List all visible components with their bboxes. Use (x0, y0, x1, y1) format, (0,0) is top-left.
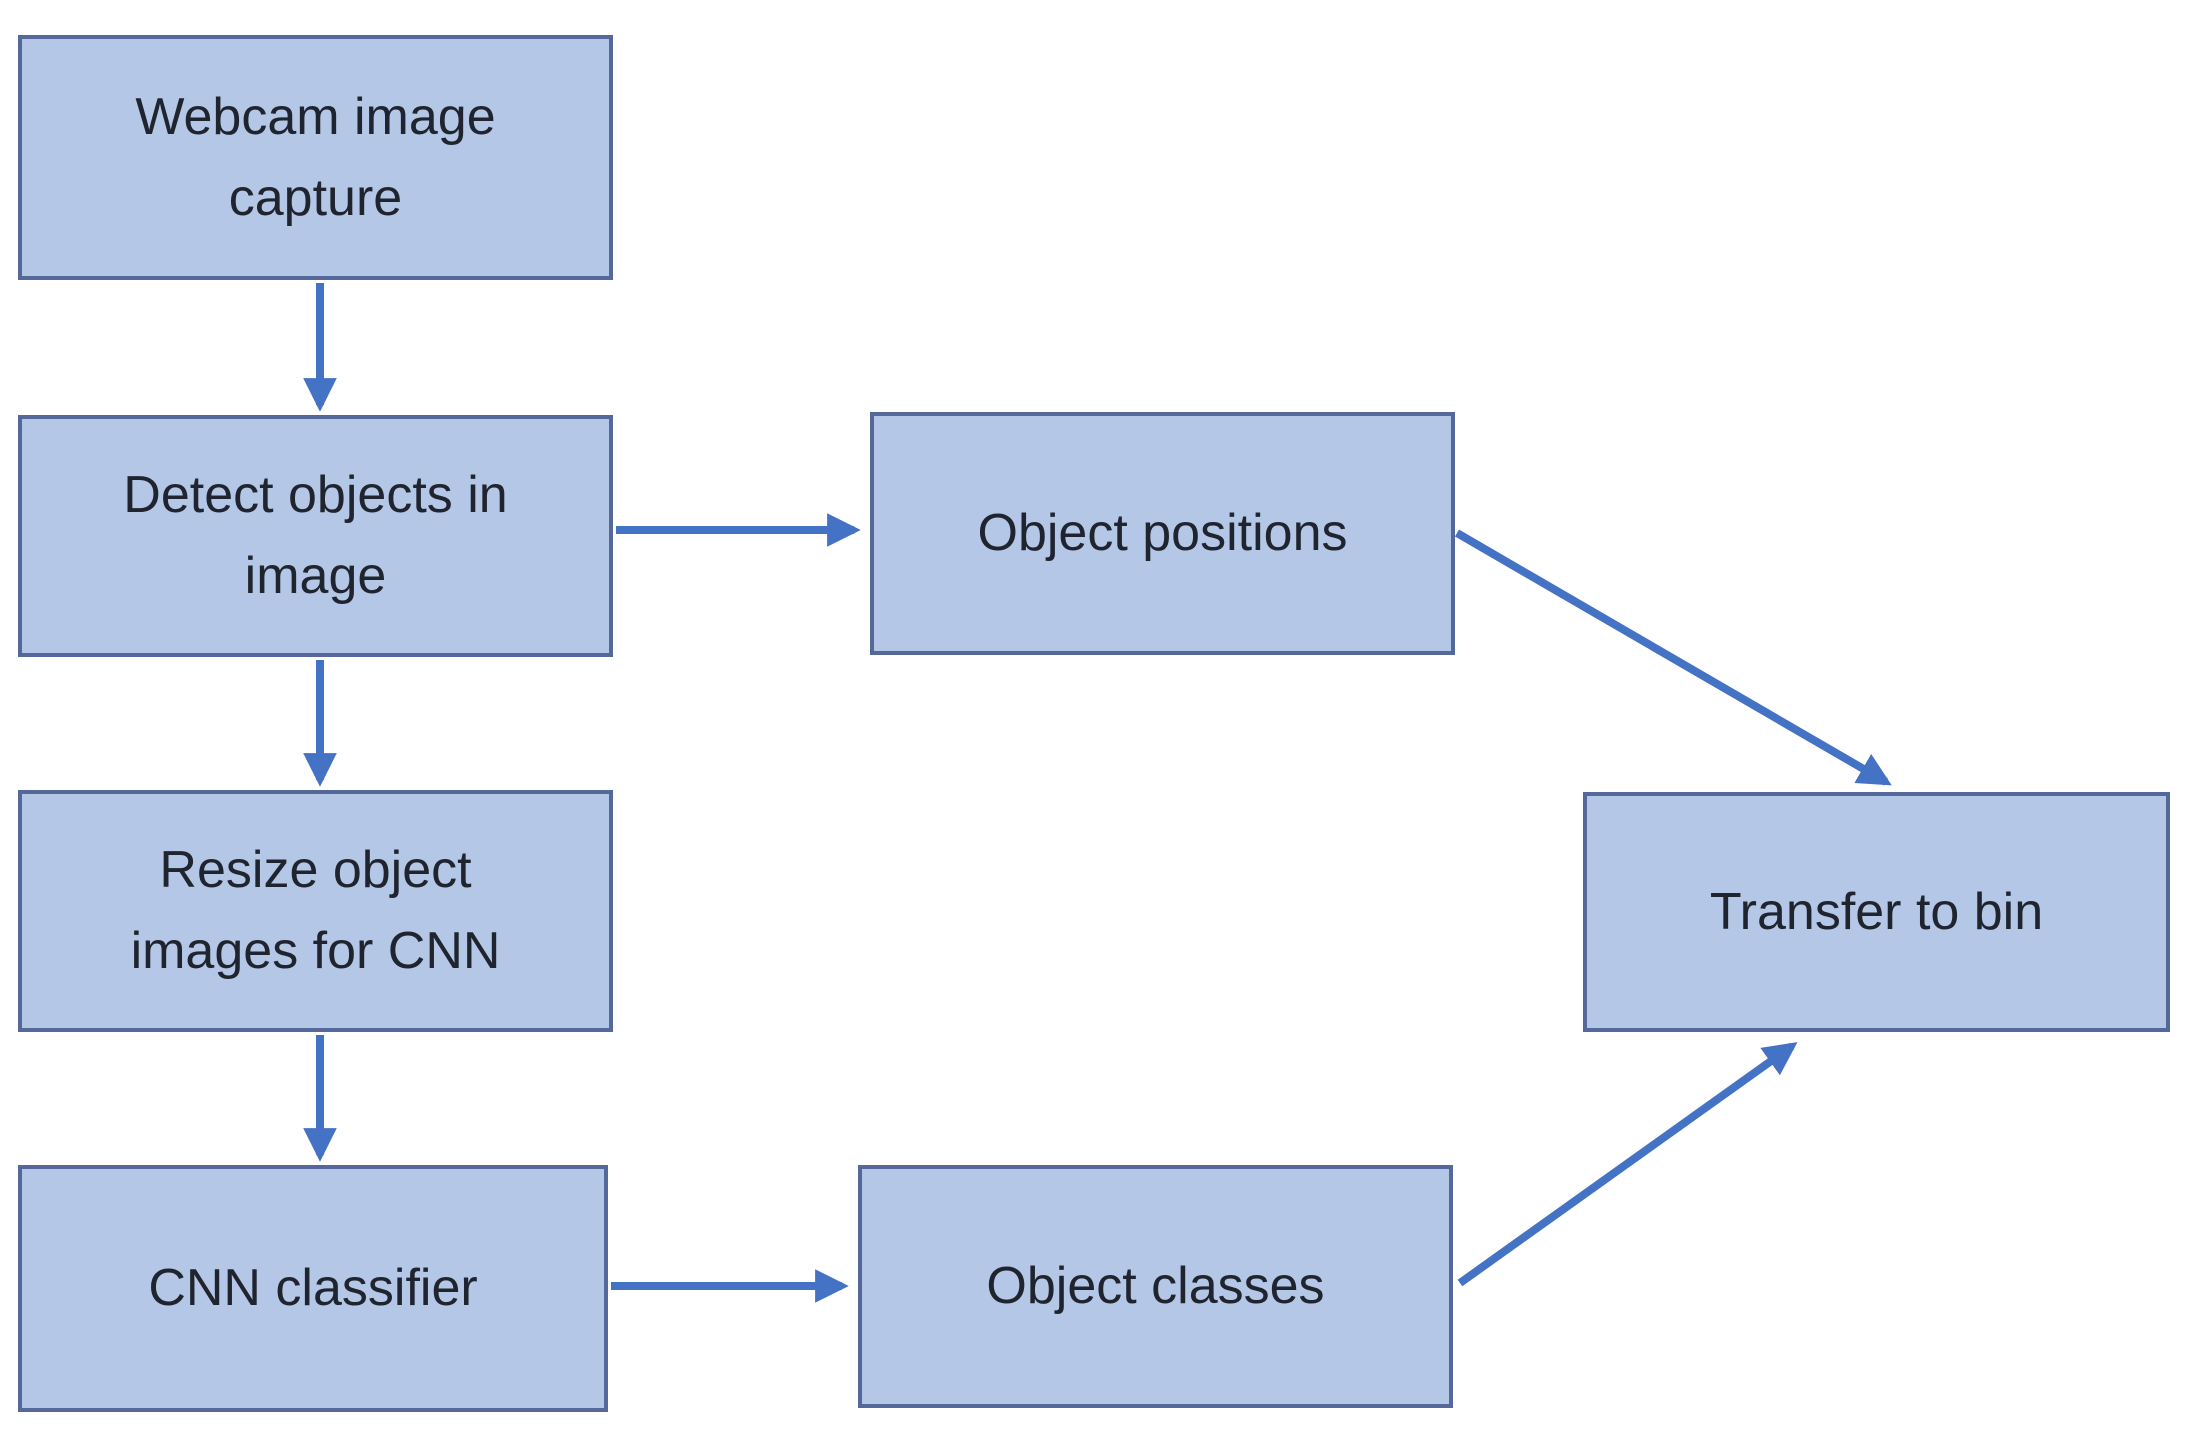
node-webcam-image-capture: Webcam image capture (18, 35, 613, 280)
node-resize-label: Resize object images for CNN (130, 841, 501, 980)
node-resize-object-images: Resize object images for CNN (18, 790, 613, 1032)
node-detect-objects-in-image: Detect objects in image (18, 415, 613, 657)
node-positions-label: Object positions (977, 504, 1348, 563)
node-object-positions: Object positions (870, 412, 1455, 655)
node-detect-label: Detect objects in image (123, 466, 508, 605)
edge-positions-to-transfer (1454, 529, 1892, 786)
node-cnn-classifier: CNN classifier (18, 1165, 608, 1412)
edge-classes-to-transfer (1457, 1042, 1798, 1287)
node-transfer-to-bin: Transfer to bin (1583, 792, 2170, 1032)
node-cnn-label: CNN classifier (148, 1259, 478, 1318)
node-transfer-label: Transfer to bin (1709, 882, 2044, 941)
node-classes-label: Object classes (986, 1257, 1325, 1316)
node-webcam-label: Webcam image capture (135, 87, 496, 227)
node-object-classes: Object classes (858, 1165, 1453, 1408)
